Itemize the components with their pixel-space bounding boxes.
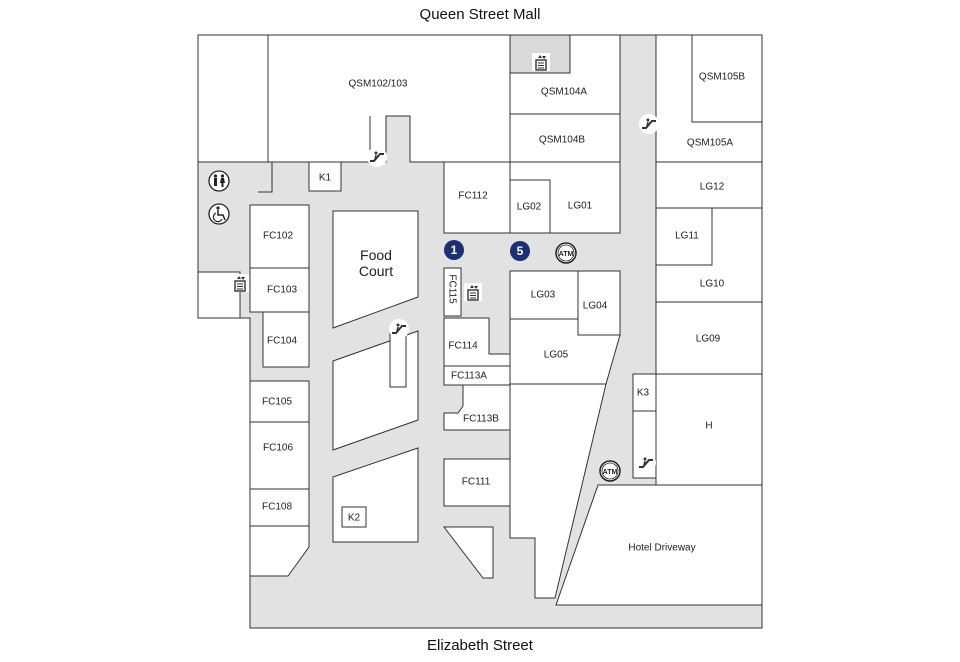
unit-label: LG03 xyxy=(531,290,556,301)
unit-store-south xyxy=(509,383,607,599)
unit-fc113a[interactable]: FC113A xyxy=(443,365,511,386)
unit-label: H xyxy=(705,421,712,432)
unit-label: LG12 xyxy=(700,182,725,193)
unit-k1[interactable]: K1 xyxy=(308,161,342,192)
unit-label: QSM105A xyxy=(687,138,733,149)
unit-fc106[interactable]: FC106 xyxy=(249,421,310,490)
unit-fc108[interactable]: FC108 xyxy=(249,488,310,527)
food-court-label-line2: Court xyxy=(359,263,393,279)
unit-lg12[interactable]: LG12 xyxy=(655,161,763,209)
lift-icon[interactable] xyxy=(230,273,250,293)
unit-label: FC113A xyxy=(451,371,487,382)
escalator-icon[interactable] xyxy=(388,318,410,340)
unit-qsm104b[interactable]: QSM104B xyxy=(509,113,621,163)
street-label-elizabeth-street: Elizabeth Street xyxy=(427,637,533,654)
escalator-icon[interactable] xyxy=(638,113,660,135)
food-court-label-line1: Food xyxy=(360,247,392,263)
unit-fc115[interactable]: FC115 xyxy=(443,267,462,317)
unit-fc111[interactable]: FC111 xyxy=(443,458,511,507)
atm-icon[interactable]: ATM xyxy=(555,242,577,264)
unit-lg02[interactable]: LG02 xyxy=(509,179,551,234)
unit-label: FC102 xyxy=(263,231,293,242)
unit-label: FC106 xyxy=(263,443,293,454)
marker-label: 5 xyxy=(517,244,524,258)
unit-label: K2 xyxy=(348,513,361,524)
unit-fc112[interactable]: FC112 xyxy=(443,161,511,234)
lift-icon[interactable] xyxy=(531,52,551,72)
unit-lg09[interactable]: LG09 xyxy=(655,301,763,375)
unit-label: FC104 xyxy=(267,336,297,347)
unit-label: LG01 xyxy=(568,201,593,212)
unit-h[interactable]: H xyxy=(655,373,763,486)
unit-label: FC108 xyxy=(262,502,292,513)
toilets-icon[interactable] xyxy=(208,170,230,192)
unit-label: LG05 xyxy=(544,350,569,361)
street-label-queen-street-mall: Queen Street Mall xyxy=(419,6,541,23)
unit-label: QSM102/103 xyxy=(349,79,408,90)
unit-lg04[interactable]: LG04 xyxy=(577,270,621,336)
unit-label: K1 xyxy=(319,173,332,184)
atm-icon[interactable]: ATM xyxy=(599,460,621,482)
escalator-icon[interactable] xyxy=(635,452,657,474)
marker-label: 1 xyxy=(451,243,458,257)
unit-planter xyxy=(442,526,494,579)
unit-fc102[interactable]: FC102 xyxy=(249,204,310,269)
unit-label: FC111 xyxy=(462,477,491,488)
unit-label: FC115 xyxy=(446,274,457,304)
unit-label: LG02 xyxy=(517,202,542,213)
unit-corner-sw xyxy=(249,525,310,577)
unit-qsm105b[interactable]: QSM105B xyxy=(691,34,763,123)
unit-back-of-house-nw xyxy=(197,34,269,163)
unit-label: FC103 xyxy=(267,285,297,296)
unit-label: K3 xyxy=(637,388,650,399)
unit-label: FC114 xyxy=(448,341,478,352)
unit-label: LG04 xyxy=(583,301,608,312)
unit-label: LG09 xyxy=(696,334,721,345)
location-marker-1[interactable]: 1 xyxy=(444,240,464,260)
unit-label: FC113B xyxy=(463,414,499,425)
unit-k3[interactable]: K3 xyxy=(632,373,657,412)
hotel-driveway[interactable]: Hotel Driveway xyxy=(555,484,763,606)
location-marker-5[interactable]: 5 xyxy=(510,241,530,261)
unit-label: LG10 xyxy=(700,279,725,290)
atm-label: ATM xyxy=(559,251,574,258)
atm-label: ATM xyxy=(603,469,618,476)
unit-lg11[interactable]: LG11 xyxy=(655,207,713,266)
lift-icon[interactable] xyxy=(463,282,483,302)
unit-label: FC105 xyxy=(262,397,292,408)
unit-lg03[interactable]: LG03 xyxy=(509,270,579,320)
unit-fc103[interactable]: FC103 xyxy=(249,267,310,313)
unit-label: Hotel Driveway xyxy=(628,543,695,554)
unit-fc104[interactable]: FC104 xyxy=(262,311,310,368)
unit-fc105[interactable]: FC105 xyxy=(249,380,310,423)
unit-label: QSM104A xyxy=(541,87,587,98)
unit-label: QSM104B xyxy=(539,135,585,146)
unit-k2[interactable]: K2 xyxy=(341,506,367,528)
unit-label: QSM105B xyxy=(699,72,745,83)
food-court-seating-north[interactable]: Food Court xyxy=(332,210,419,329)
unit-label: LG11 xyxy=(675,231,699,242)
unit-label: FC112 xyxy=(458,191,488,202)
accessible-icon[interactable] xyxy=(208,203,230,225)
escalator-icon[interactable] xyxy=(366,146,388,168)
